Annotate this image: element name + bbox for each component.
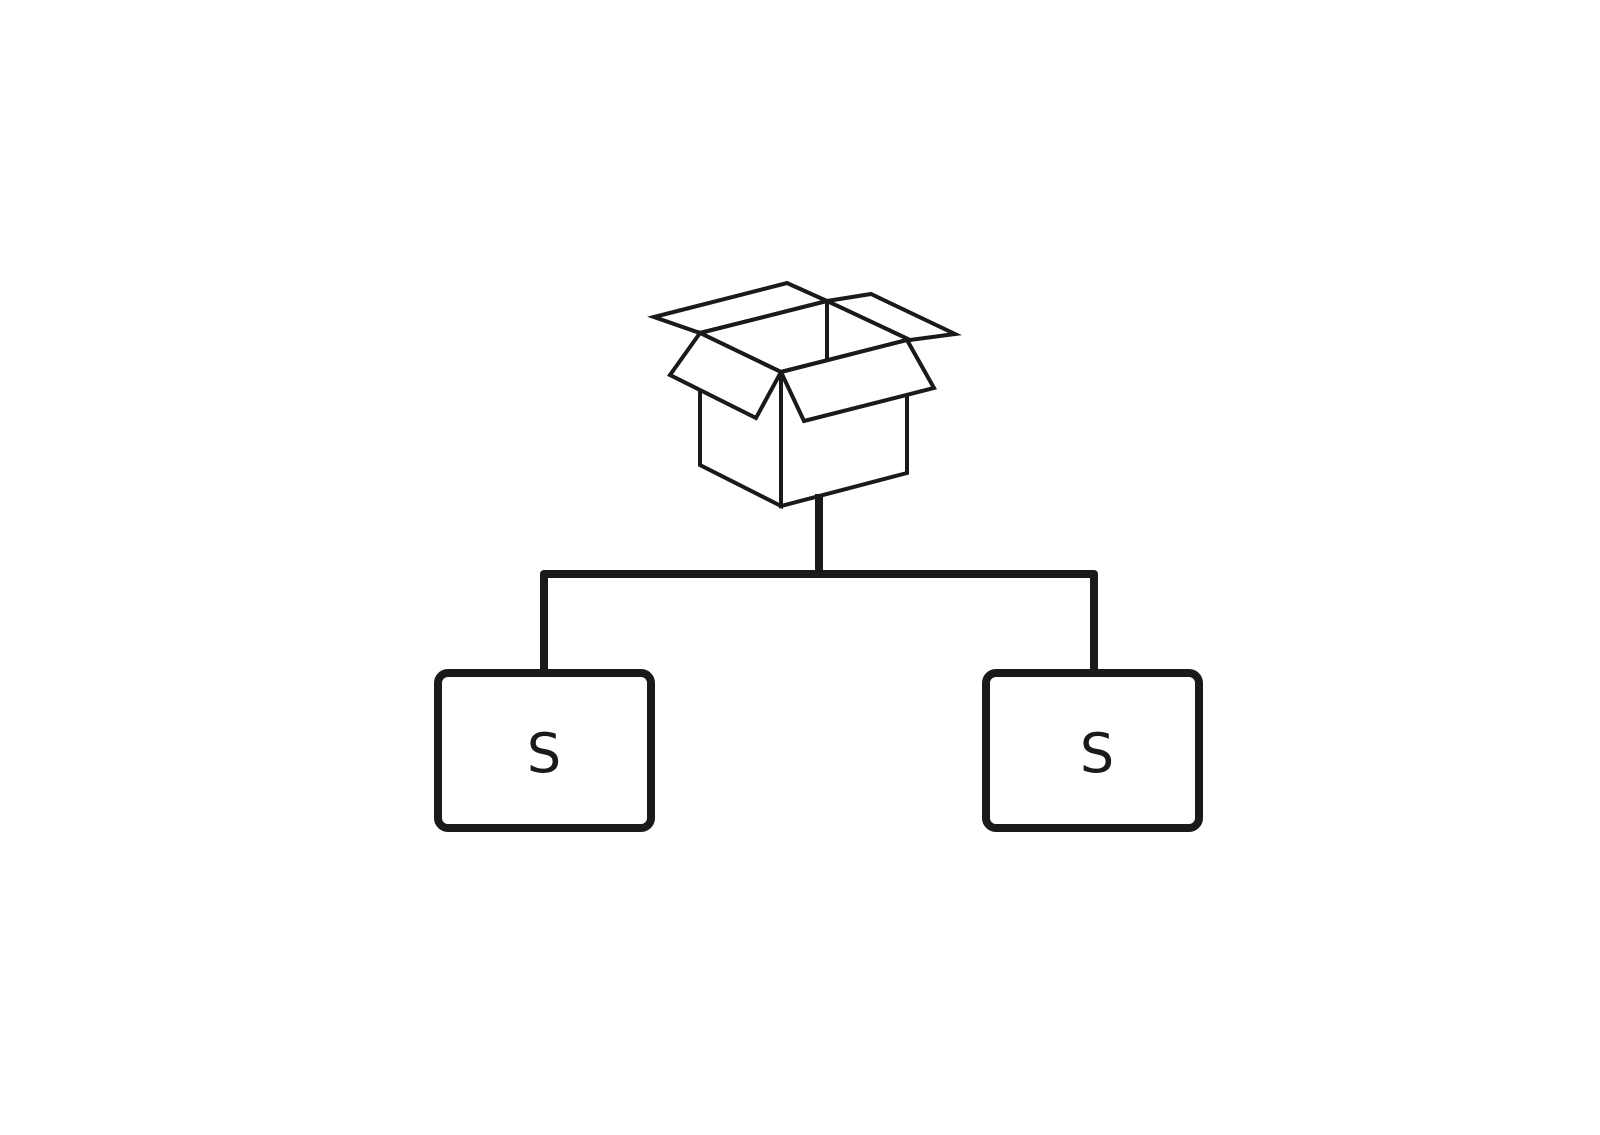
branch-connector bbox=[540, 570, 1098, 672]
child-node-right-label: S bbox=[1080, 722, 1114, 785]
child-node-right-box bbox=[982, 669, 1203, 832]
child-node-left-label: S bbox=[527, 722, 561, 785]
open-box-icon bbox=[647, 280, 962, 510]
child-node-right: S bbox=[982, 669, 1203, 832]
child-node-left-box bbox=[434, 669, 655, 832]
box-front-right-flap bbox=[778, 337, 938, 424]
tree-connectors bbox=[540, 494, 1098, 672]
child-node-left: S bbox=[434, 669, 655, 832]
box-front-left-flap bbox=[667, 330, 784, 421]
